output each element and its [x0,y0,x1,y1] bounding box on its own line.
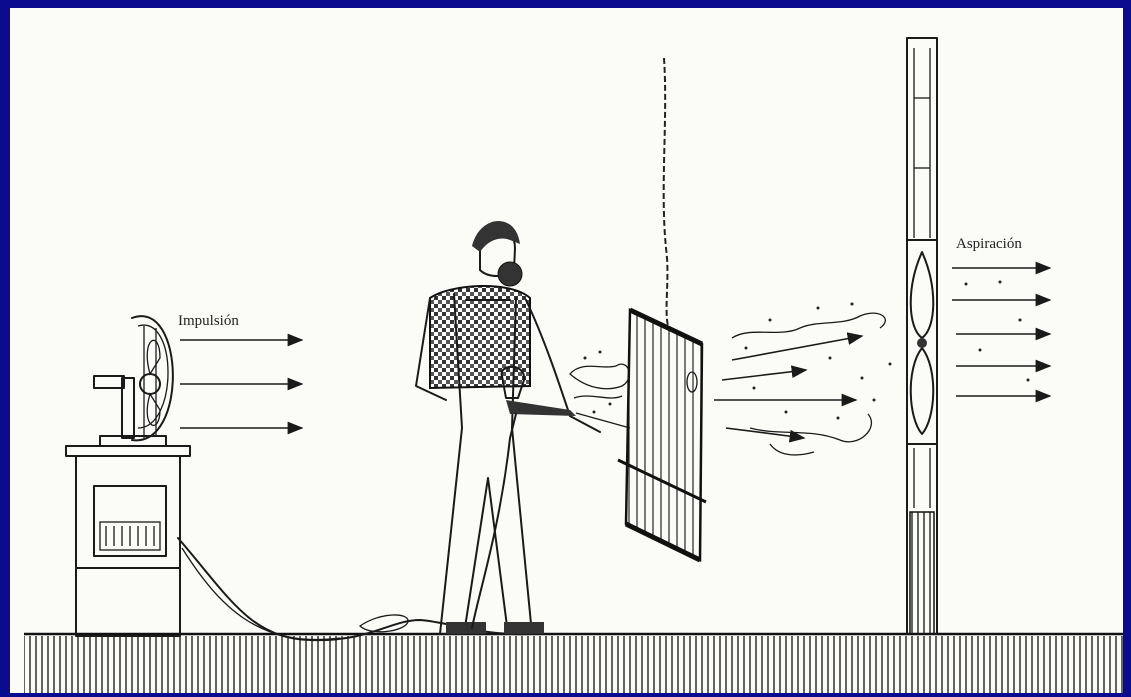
hanging-radiator-panel-icon [617,57,707,563]
spray-mist [569,350,631,414]
wall-extractor-fan-icon [906,37,938,635]
particle-cloud [714,302,892,456]
worker-with-spray-gun-icon [415,220,601,635]
spray-gun-icon [471,365,631,629]
spray-booth-diagram: Impulsión [24,37,1123,693]
impulsion-arrows [180,333,304,435]
floor [24,632,1123,693]
aspiracion-arrows [952,261,1052,403]
impulsion-label: Impulsión [178,313,239,329]
fan-table [65,445,191,637]
illustration-frame: Impulsión [10,8,1123,693]
aspiracion-label: Aspiración [956,236,1022,252]
floor-fan-icon [93,315,174,447]
